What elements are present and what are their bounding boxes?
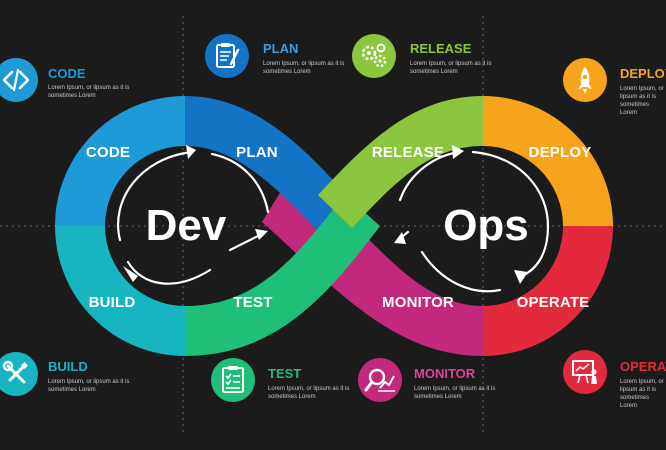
segment-label-test: TEST	[233, 294, 272, 311]
dev-cycle-arrows	[117, 145, 270, 285]
wrench-screwdriver-icon	[2, 360, 29, 384]
dev-label: Dev	[146, 201, 227, 250]
segment-label-deploy: DEPLOY	[529, 144, 592, 161]
checklist-icon	[222, 366, 244, 393]
segment-operate	[483, 226, 613, 356]
clipboard-pen-icon	[216, 43, 240, 68]
build-desc: Lorem Ipsum, or lipsum as it is sometime…	[48, 379, 130, 393]
release-badge	[352, 34, 396, 78]
segment-build	[55, 226, 185, 356]
plan-badge	[205, 34, 249, 78]
segment-code	[55, 96, 185, 226]
code-desc: Lorem Ipsum, or lipsum as it is sometime…	[48, 85, 130, 99]
monitor-title: MONITOR	[414, 366, 476, 381]
code-badge	[0, 58, 38, 102]
plan-desc: Lorem Ipsum, or lipsum as it is sometime…	[263, 61, 345, 75]
release-title: RELEASE	[410, 41, 472, 56]
deploy-title: DEPLOY	[620, 66, 666, 81]
monitor-desc: Lorem Ipsum, or lipsum as it is sometime…	[414, 386, 496, 400]
segment-label-monitor: MONITOR	[382, 294, 454, 311]
deploy-badge	[563, 58, 607, 102]
operate-title: OPERATE	[620, 359, 666, 374]
operate-badge	[563, 350, 607, 394]
test-desc: Lorem Ipsum, or lipsum as it is sometime…	[268, 386, 350, 400]
test-badge	[211, 358, 255, 402]
segment-label-operate: OPERATE	[517, 294, 590, 311]
monitor-badge	[358, 358, 402, 402]
segment-deploy	[483, 96, 613, 226]
segment-label-code: CODE	[86, 144, 130, 161]
gears-icon	[361, 43, 387, 68]
rocket-icon	[578, 67, 592, 94]
segment-plan	[185, 96, 360, 246]
code-title: CODE	[48, 66, 86, 81]
test-title: TEST	[268, 366, 302, 381]
segment-label-release: RELEASE	[372, 144, 444, 161]
build-title: BUILD	[48, 359, 88, 374]
build-badge	[0, 352, 38, 396]
deploy-desc: Lorem Ipsum, or lipsum as it is sometime…	[620, 86, 664, 116]
plan-title: PLAN	[263, 41, 299, 56]
right-loop	[483, 96, 613, 356]
segment-test	[185, 195, 380, 356]
segment-release	[318, 96, 483, 228]
guide-lines	[0, 16, 666, 436]
presentation-board-icon	[572, 360, 597, 384]
operate-desc: Lorem Ipsum, or lipsum as it is sometime…	[620, 379, 664, 409]
code-brackets-icon	[2, 68, 30, 92]
release-desc: Lorem Ipsum, or lipsum as it is sometime…	[410, 61, 492, 75]
left-loop	[55, 96, 185, 356]
segment-label-plan: PLAN	[236, 144, 278, 161]
segment-label-build: BUILD	[89, 294, 136, 311]
ops-cycle-arrows	[394, 145, 550, 293]
magnifier-chart-icon	[364, 368, 395, 392]
ops-label: Ops	[443, 201, 529, 250]
